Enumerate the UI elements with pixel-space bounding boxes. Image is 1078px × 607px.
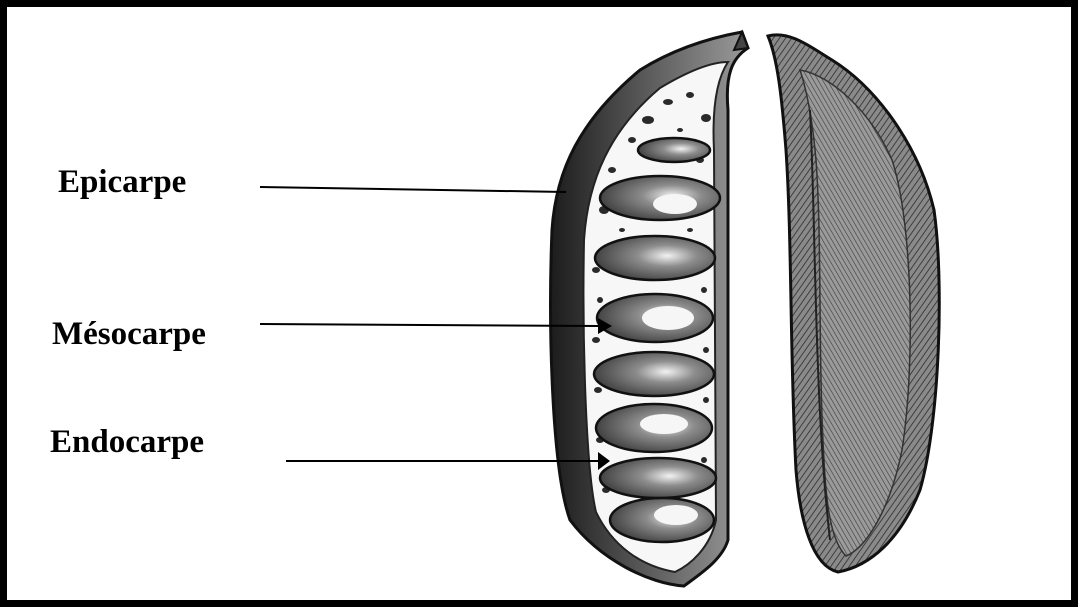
seed (600, 458, 716, 498)
seed (594, 352, 714, 396)
pod-valve (768, 35, 939, 572)
seed (595, 236, 715, 280)
seed (638, 138, 710, 162)
leader-mesocarpe (260, 324, 598, 326)
opened-pod (551, 32, 748, 586)
leader-lines (260, 187, 600, 461)
leader-epicarpe (260, 187, 566, 192)
